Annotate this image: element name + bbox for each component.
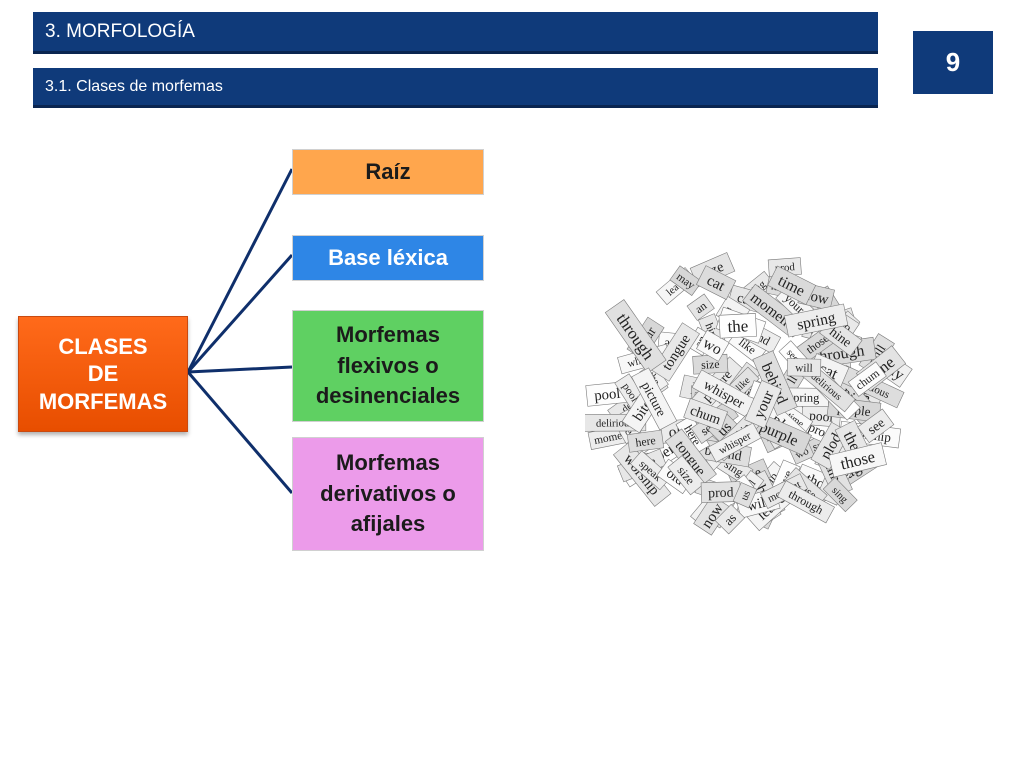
word-tile: an bbox=[686, 293, 715, 321]
word-tile: speak bbox=[629, 450, 672, 491]
connector-flexivos bbox=[187, 365, 293, 374]
word-tile: us bbox=[732, 482, 758, 509]
node-raiz: Raíz bbox=[292, 149, 484, 195]
svg-text:here: here bbox=[635, 433, 657, 450]
diagram-root-label: CLASES DE MORFEMAS bbox=[38, 333, 168, 414]
diagram-root-node: CLASES DE MORFEMAS bbox=[18, 316, 188, 432]
word-pile-image: deliriousleaveplodbitepurplemomenthinewo… bbox=[585, 252, 913, 536]
subsection-title-bar: 3.1. Clases de morfemas bbox=[33, 68, 878, 108]
svg-text:the: the bbox=[727, 316, 749, 336]
page-number: 9 bbox=[945, 47, 961, 77]
page-number-badge: 9 bbox=[913, 31, 993, 94]
word-tile: the bbox=[718, 313, 757, 339]
word-tile: here bbox=[626, 429, 665, 453]
connector-raiz bbox=[186, 168, 294, 373]
svg-text:ll: ll bbox=[746, 478, 758, 489]
node-label: Raíz bbox=[365, 158, 411, 184]
svg-text:size: size bbox=[701, 357, 720, 372]
connector-base-lexica bbox=[186, 254, 294, 373]
section-title: 3. MORFOLOGÍA bbox=[45, 21, 195, 42]
subsection-title: 3.1. Clases de morfemas bbox=[45, 78, 223, 95]
node-morfemas-derivativos: Morfemas derivativos o afijales bbox=[292, 437, 484, 551]
svg-text:prod: prod bbox=[708, 485, 734, 501]
node-morfemas-flexivos: Morfemas flexivos o desinenciales bbox=[292, 310, 484, 422]
svg-text:pool: pool bbox=[594, 386, 622, 405]
node-label: Morfemas flexivos o desinenciales bbox=[315, 321, 461, 409]
section-title-bar: 3. MORFOLOGÍA bbox=[33, 12, 878, 54]
word-tile: size bbox=[692, 353, 729, 375]
svg-text:cat: cat bbox=[704, 272, 728, 296]
node-label: Morfemas derivativos o afijales bbox=[320, 449, 456, 537]
word-tile: as bbox=[714, 504, 746, 535]
word-tile: cat bbox=[695, 265, 737, 300]
svg-text:will: will bbox=[795, 362, 813, 374]
connector-derivativos bbox=[186, 371, 294, 494]
node-base-lexica: Base léxica bbox=[292, 235, 484, 281]
word-tile: prod bbox=[700, 481, 741, 503]
svg-text:spring: spring bbox=[788, 390, 819, 404]
word-tile: may bbox=[669, 265, 703, 296]
svg-text:the: the bbox=[840, 429, 864, 454]
node-label: Base léxica bbox=[328, 244, 448, 270]
word-tile: will bbox=[786, 358, 822, 377]
svg-text:us: us bbox=[738, 489, 753, 503]
word-tile: size bbox=[667, 455, 706, 496]
word-tile: see bbox=[857, 408, 895, 444]
word-tile: sing bbox=[822, 477, 858, 513]
